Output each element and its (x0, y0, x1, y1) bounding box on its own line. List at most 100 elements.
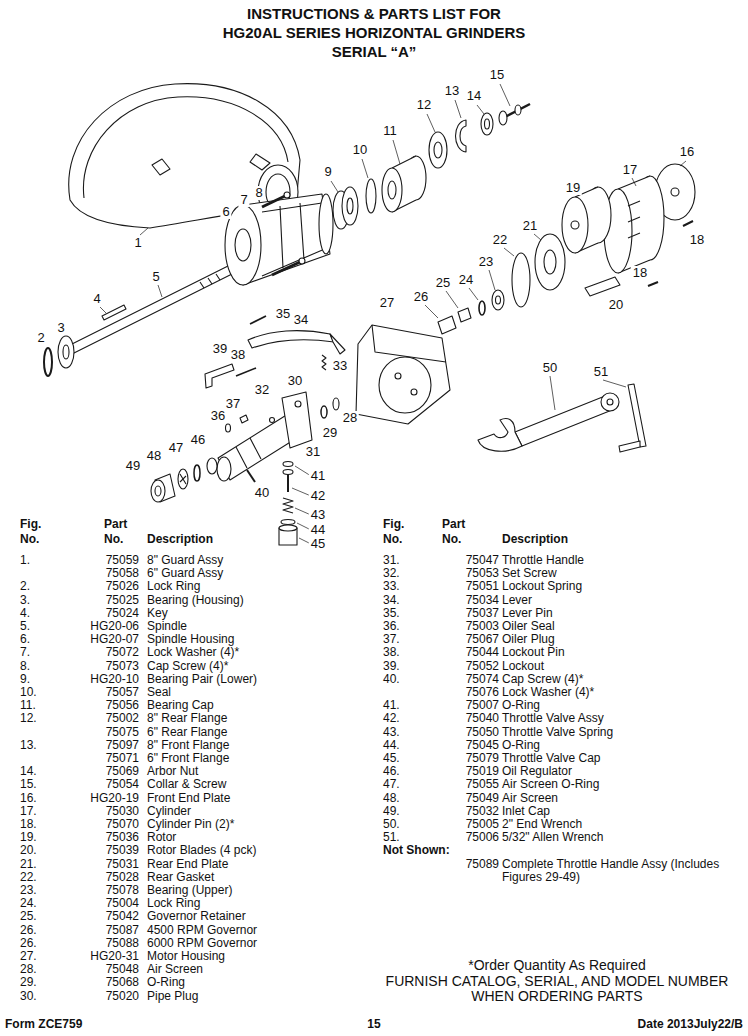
fig-number: 20. (20, 844, 37, 857)
fig-number: 47. (383, 778, 400, 791)
callout-number: 45 (309, 537, 327, 551)
fig-number: 45. (383, 752, 400, 765)
column-header: Fig. No. (20, 517, 48, 547)
part-description: Air Screen O-Ring (502, 778, 742, 791)
part-number: 75006 (429, 831, 499, 844)
part-number: 75032 (429, 805, 499, 818)
part-description: O-Ring (147, 976, 372, 989)
fig-number: 1. (20, 554, 30, 567)
fig-number: 11. (20, 699, 36, 712)
callout-number: 10 (351, 143, 369, 157)
fig-number: 19. (20, 831, 37, 844)
part-number: 75078 (69, 884, 139, 897)
part-description: 6" Front Flange (147, 752, 372, 765)
fig-number: 41. (383, 699, 400, 712)
callout-number: 46 (189, 433, 207, 447)
fig-number: 44. (383, 739, 400, 752)
callout-number: 27 (378, 296, 396, 310)
part-number: 75034 (429, 594, 499, 607)
fig-number: 9. (20, 673, 30, 686)
part-description: Collar & Screw (147, 778, 372, 791)
part-number: 75089 (429, 858, 499, 871)
callout-number: 12 (415, 98, 433, 112)
callout-number: 16 (678, 145, 696, 159)
fig-number: 51. (383, 831, 400, 844)
callout-number: 6 (220, 205, 231, 219)
footnote: *Order Quantity As Required (382, 958, 732, 973)
fig-number: 33. (383, 580, 400, 593)
part-number: 75040 (429, 712, 499, 725)
fig-number: 43. (383, 726, 400, 739)
part-description: Pipe Plug (147, 990, 372, 1003)
fig-number: 27. (20, 950, 37, 963)
callout-number: 22 (491, 233, 509, 247)
part-description: 8" Rear Flange (147, 712, 372, 725)
part-number: 75050 (429, 726, 499, 739)
part-number: 75054 (69, 778, 139, 791)
column-header: Part No. (104, 517, 136, 547)
part-number: 75025 (69, 594, 139, 607)
part-description: 5/32" Allen Wrench (502, 831, 742, 844)
part-description: Lockout Spring (502, 580, 742, 593)
part-description: Throttle Handle (502, 554, 742, 567)
fig-number: 32. (383, 567, 400, 580)
fig-number: 21. (20, 858, 37, 871)
fig-number: 36. (383, 620, 400, 633)
part-description: 8" Guard Assy (147, 554, 372, 567)
part-description: Oiler Plug (502, 633, 742, 646)
fig-number: 30. (20, 990, 37, 1003)
revision-date: Date 2013July22/B (638, 1017, 743, 1031)
part-description: Lock Ring (147, 897, 372, 910)
part-description: Rear Gasket (147, 871, 372, 884)
fig-number: 8. (20, 660, 30, 673)
fig-number: 26. (20, 924, 37, 937)
part-number: 75020 (69, 990, 139, 1003)
part-number: 75024 (69, 607, 139, 620)
fig-number: 29. (20, 976, 37, 989)
spindle (60, 262, 240, 358)
callout-number: 19 (564, 181, 582, 195)
part-description: Bearing (Upper) (147, 884, 372, 897)
allen-wrench (628, 384, 646, 447)
callout-number: 44 (309, 523, 327, 537)
part-number: 75036 (69, 831, 139, 844)
part-description: Set Screw (502, 567, 742, 580)
part-number: 75073 (69, 660, 139, 673)
callout-number: 18 (688, 233, 706, 247)
callout-number: 41 (309, 469, 327, 483)
callout-number: 30 (286, 374, 304, 388)
callout-number: 43 (309, 508, 327, 522)
part-number: 75069 (69, 765, 139, 778)
part-description: Key (147, 607, 372, 620)
fig-number: 15. (20, 778, 37, 791)
part-number: 75005 (429, 818, 499, 831)
fig-number: 2. (20, 580, 30, 593)
callout-number: 51 (592, 365, 610, 379)
fig-number: 49. (383, 805, 400, 818)
callout-number: 25 (434, 276, 452, 290)
fig-number: 5. (20, 620, 30, 633)
leader-lines (100, 84, 686, 544)
part-description: Air Screen (502, 792, 742, 805)
part-description: Seal (147, 686, 372, 699)
part-description: 2" End Wrench (502, 818, 742, 831)
part-description: Throttle Valve Cap (502, 752, 742, 765)
part-number: HG20-10 (69, 673, 139, 686)
callout-number: 34 (292, 313, 310, 327)
callout-number: 42 (309, 489, 327, 503)
fig-number: 46. (383, 765, 400, 778)
part-description: Lever (502, 594, 742, 607)
part-number: 75047 (429, 554, 499, 567)
part-description: O-Ring (502, 699, 742, 712)
callout-number: 29 (321, 426, 339, 440)
part-number: 75030 (69, 805, 139, 818)
fig-number: 6. (20, 633, 30, 646)
callout-number: 13 (443, 84, 461, 98)
part-number: 75088 (69, 937, 139, 950)
part-number: 75003 (429, 620, 499, 633)
part-description: Lockout (502, 660, 742, 673)
callout-number: 18 (631, 266, 649, 280)
fig-number: 50. (383, 818, 400, 831)
callout-number: 20 (607, 298, 625, 312)
part-number: 75071 (69, 752, 139, 765)
